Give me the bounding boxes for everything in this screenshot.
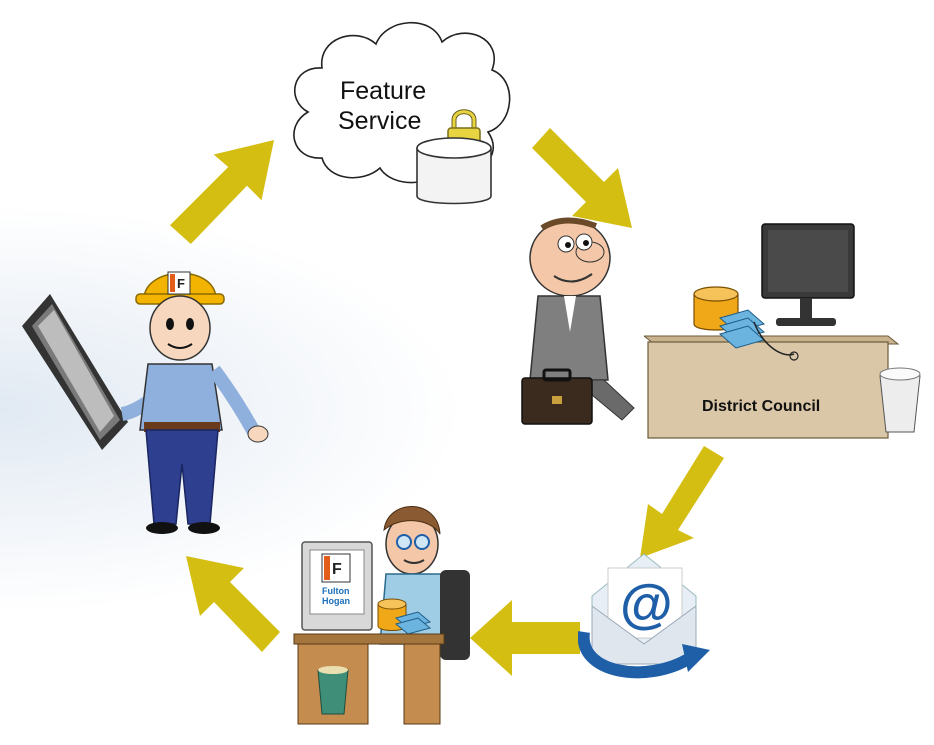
desk-icon: District Council — [644, 218, 926, 440]
field-worker-icon: F — [18, 254, 280, 536]
email-at-icon: @ — [578, 546, 712, 680]
computer-monitor-icon — [761, 223, 855, 326]
svg-text:F: F — [332, 561, 342, 578]
svg-text:Fulton: Fulton — [322, 586, 350, 596]
office-worker-icon: F Fulton Hogan — [284, 494, 484, 732]
arrow-cloud-to-council — [530, 128, 634, 228]
computer-monitor-icon: F Fulton Hogan — [301, 541, 373, 631]
arrow-worker-to-cloud — [170, 140, 274, 244]
arrow-council-to-email — [640, 446, 724, 558]
database-layers-icon — [693, 286, 766, 349]
cloud-label-line2: Service — [338, 107, 422, 135]
businessman-icon — [504, 212, 668, 434]
svg-text:Hogan: Hogan — [322, 596, 350, 606]
svg-text:F: F — [177, 276, 185, 291]
svg-text:@: @ — [620, 574, 673, 634]
database-layers-icon — [377, 598, 432, 635]
trash-bin-icon — [879, 367, 921, 433]
cloud-label-line1: Feature — [340, 77, 427, 105]
district-council-label: District Council — [702, 398, 821, 415]
database-cylinder-icon — [414, 134, 494, 212]
arrow-office-to-worker — [186, 556, 280, 652]
briefcase-icon — [521, 368, 593, 425]
trash-bin-icon — [317, 666, 349, 715]
fulton-hogan-logo: F Fulton Hogan — [321, 553, 351, 606]
arrow-email-to-office — [470, 598, 580, 678]
tablet-icon — [22, 294, 128, 450]
